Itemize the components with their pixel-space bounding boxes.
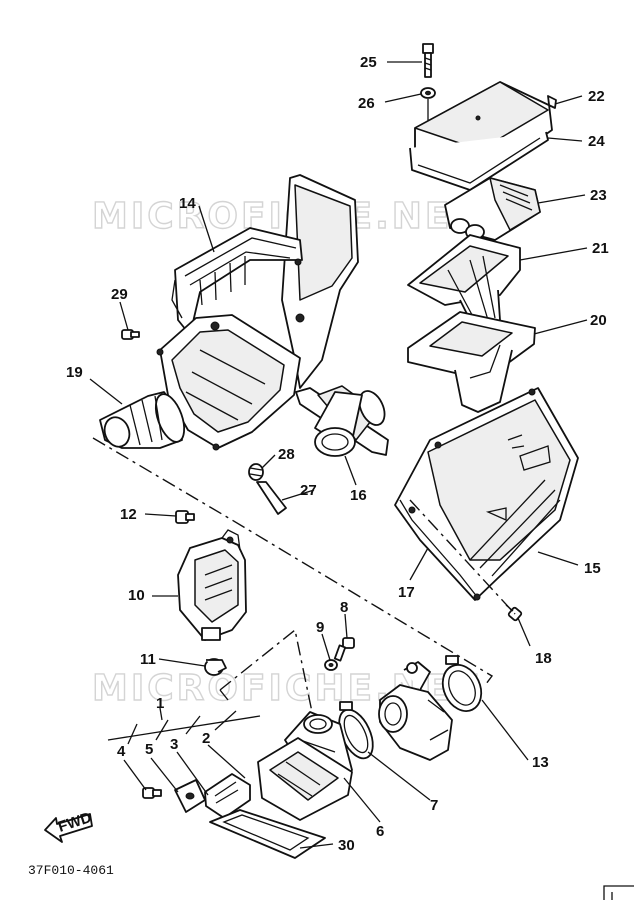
callout-5: 5 xyxy=(145,741,153,758)
part-13-clamp-band[interactable] xyxy=(436,655,489,717)
part-20-filter-element[interactable] xyxy=(407,311,536,413)
callout-7: 7 xyxy=(430,797,438,814)
callout-10: 10 xyxy=(128,587,145,604)
assembly-lines xyxy=(92,437,516,713)
part-29-screw[interactable] xyxy=(121,329,140,340)
part-12-bolt[interactable] xyxy=(175,510,195,524)
part-7-clamp[interactable] xyxy=(332,701,379,763)
callout-20: 20 xyxy=(590,312,607,329)
drawing-code: 37F010-4061 xyxy=(28,863,114,878)
callout-3: 3 xyxy=(170,736,178,753)
part-15-air-case[interactable] xyxy=(394,387,579,601)
callout-24: 24 xyxy=(588,133,605,150)
part-8-screw[interactable] xyxy=(333,637,355,662)
part-28-clamp[interactable] xyxy=(248,463,264,481)
corner-mark xyxy=(603,885,634,900)
callout-25: 25 xyxy=(360,54,377,71)
callout-23: 23 xyxy=(590,187,607,204)
callout-18: 18 xyxy=(535,650,552,667)
part-10-box[interactable] xyxy=(177,529,247,641)
callout-6: 6 xyxy=(376,823,384,840)
part-27-drain-hose[interactable] xyxy=(256,481,287,515)
callout-15: 15 xyxy=(584,560,601,577)
part-11-clamp[interactable] xyxy=(204,658,227,676)
part-9-washer[interactable] xyxy=(324,659,338,671)
part-5-gasket[interactable] xyxy=(174,779,206,813)
callout-8: 8 xyxy=(340,599,348,616)
part-19-intake-boot[interactable] xyxy=(99,390,190,450)
part-3-reed-plate[interactable] xyxy=(204,773,251,819)
callout-14: 14 xyxy=(179,195,196,212)
part-14-housing[interactable] xyxy=(156,174,359,451)
callout-labels: 25 26 22 24 23 14 21 29 20 19 28 27 16 1… xyxy=(66,54,609,854)
callout-1: 1 xyxy=(156,695,164,712)
part-4-screw[interactable] xyxy=(142,787,162,799)
callout-28: 28 xyxy=(278,446,295,463)
part-23-duct[interactable] xyxy=(444,177,541,241)
callout-12: 12 xyxy=(120,506,137,523)
leader-lines xyxy=(89,61,588,849)
callout-29: 29 xyxy=(111,286,128,303)
part-25-bolt[interactable] xyxy=(422,43,434,78)
callout-11: 11 xyxy=(140,651,156,668)
callout-19: 19 xyxy=(66,364,83,381)
watermark-top: MICROFICHE.NET xyxy=(92,196,480,237)
part-26-washer[interactable] xyxy=(420,87,436,99)
callout-16: 16 xyxy=(350,487,367,504)
carburetor[interactable] xyxy=(378,661,453,761)
part-30-gasket[interactable] xyxy=(209,809,326,859)
callout-21: 21 xyxy=(592,240,609,257)
callout-13: 13 xyxy=(532,754,549,771)
callout-9: 9 xyxy=(316,619,324,636)
callout-22: 22 xyxy=(588,88,605,105)
part-2-reed-valve[interactable] xyxy=(257,737,353,821)
callout-2: 2 xyxy=(202,730,210,747)
callout-4: 4 xyxy=(117,743,126,760)
callout-17: 17 xyxy=(398,584,415,601)
callout-26: 26 xyxy=(358,95,375,112)
callout-27: 27 xyxy=(300,482,317,499)
part-16-joint[interactable] xyxy=(295,385,390,457)
fwd-arrow-icon: FWD xyxy=(44,809,94,843)
callout-30: 30 xyxy=(338,837,355,854)
